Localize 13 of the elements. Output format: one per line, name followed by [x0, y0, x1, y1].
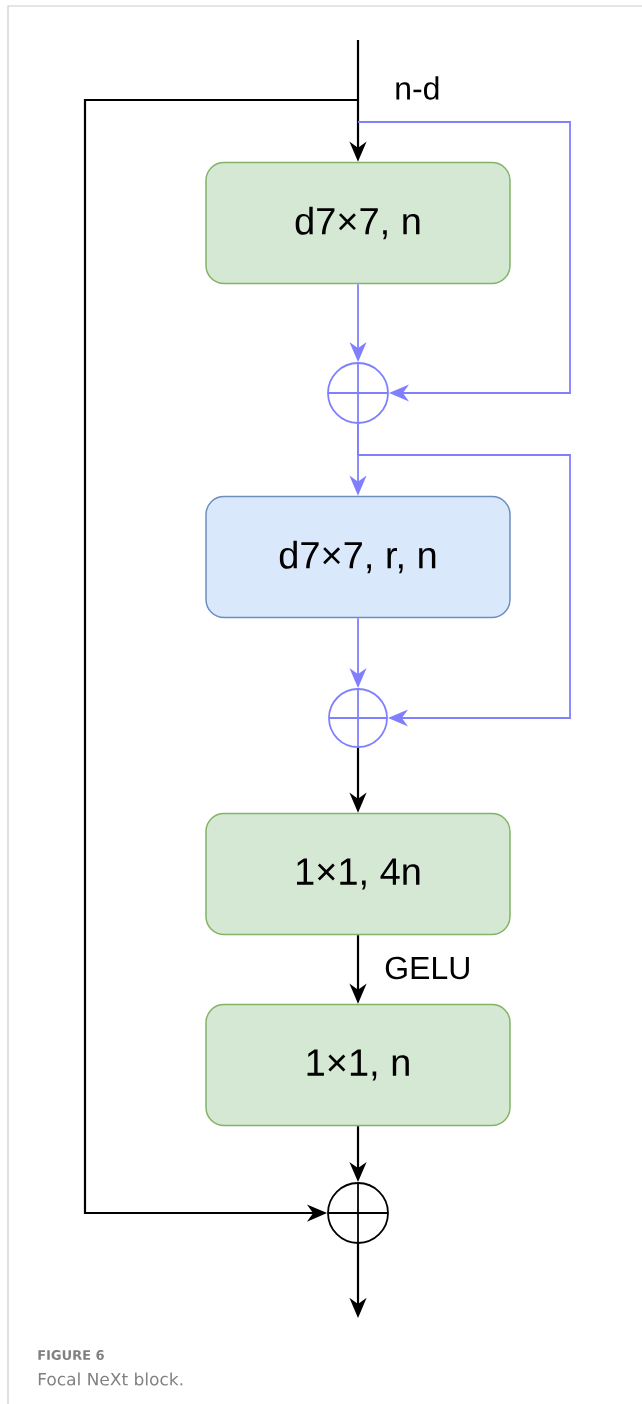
- sum-circle: [327, 1182, 389, 1244]
- layer-box: d7×7, n: [205, 161, 511, 285]
- figure-number: FIGURE 6: [38, 1350, 104, 1360]
- arrow: [357, 121, 571, 402]
- edge-label: GELU: [382, 954, 474, 982]
- sum-circle: [328, 688, 388, 748]
- layer-box: 1×1, 4n: [205, 812, 511, 936]
- layer-box: 1×1, n: [205, 1003, 511, 1127]
- edge-label: n-d: [392, 74, 443, 102]
- sum-circle: [327, 362, 389, 424]
- arrow: [357, 423, 571, 727]
- caption: Focal NeXt block.: [38, 1372, 183, 1386]
- layer-box: d7×7, r, n: [205, 495, 511, 619]
